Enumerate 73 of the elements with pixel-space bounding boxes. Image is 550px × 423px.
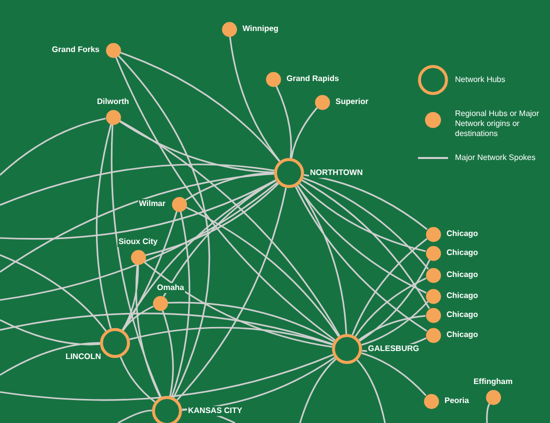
spoke-line bbox=[115, 56, 336, 341]
legend-label: Regional Hubs or Major Network origins or destinations bbox=[455, 109, 540, 139]
spoke-line bbox=[118, 54, 210, 398]
spoke-line bbox=[167, 302, 334, 342]
spoke-line bbox=[176, 188, 287, 401]
spoke-line bbox=[302, 180, 430, 309]
spoke-line bbox=[0, 164, 274, 206]
spoke-line bbox=[122, 306, 154, 331]
spoke-line bbox=[486, 403, 490, 423]
city-label: Chicago bbox=[446, 270, 480, 280]
spoke-line bbox=[361, 352, 426, 396]
spoke-line bbox=[171, 211, 190, 398]
spoke-line bbox=[0, 173, 274, 273]
spoke-line bbox=[294, 186, 428, 332]
spoke-line bbox=[361, 300, 428, 346]
spoke-line bbox=[0, 182, 278, 301]
spoke-line bbox=[135, 264, 162, 398]
city-label: Sioux City bbox=[117, 236, 159, 246]
spoke-line bbox=[304, 174, 428, 230]
spoke-line bbox=[0, 312, 334, 345]
spoke-line bbox=[118, 120, 274, 174]
legend-label: Major Network Spokes bbox=[455, 153, 536, 163]
spoke-line bbox=[120, 52, 280, 162]
city-label: Peoria bbox=[444, 396, 470, 406]
spoke-line bbox=[110, 124, 162, 398]
spoke-line bbox=[229, 36, 280, 162]
city-label: Dilworth bbox=[96, 96, 130, 106]
city-label: Superior bbox=[334, 97, 370, 107]
spoke-line bbox=[129, 326, 333, 346]
city-label: Omaha bbox=[156, 282, 186, 292]
spoke-line bbox=[185, 172, 274, 201]
city-label: Grand Rapids bbox=[286, 74, 340, 84]
legend-label: Network Hubs bbox=[455, 75, 506, 85]
spoke-line bbox=[185, 206, 340, 337]
spoke-line bbox=[275, 85, 292, 158]
city-label: Chicago bbox=[446, 229, 480, 239]
city-label: LINCOLN bbox=[64, 352, 102, 362]
spoke-line bbox=[119, 120, 340, 336]
spoke-line bbox=[358, 314, 426, 341]
city-label: Effingham bbox=[472, 376, 514, 386]
spoke-line bbox=[0, 354, 334, 401]
city-label: Winnipeg bbox=[242, 24, 280, 34]
city-label: GALESBURG bbox=[367, 344, 420, 354]
spoke-line bbox=[118, 410, 152, 423]
spoke-line bbox=[302, 177, 429, 270]
spoke-line bbox=[0, 342, 100, 376]
spoke-line bbox=[162, 310, 174, 396]
spoke-line bbox=[296, 185, 348, 334]
spoke-line bbox=[120, 356, 156, 403]
spoke-line bbox=[0, 179, 276, 240]
city-label: Wilmar bbox=[138, 199, 166, 209]
spoke-line bbox=[299, 358, 336, 423]
spoke-line bbox=[0, 118, 106, 176]
spoke-line bbox=[352, 238, 428, 336]
spoke-line bbox=[0, 319, 100, 346]
city-label: Chicago bbox=[446, 310, 480, 320]
spoke-line bbox=[0, 254, 107, 332]
spoke-line bbox=[354, 277, 427, 337]
city-label: NORTHTOWN bbox=[309, 168, 364, 178]
spoke-line bbox=[290, 107, 318, 158]
city-label: Chicago bbox=[446, 291, 480, 301]
spoke-line bbox=[122, 264, 139, 330]
spoke-line bbox=[145, 182, 279, 256]
spoke-line bbox=[356, 359, 386, 423]
spoke-line bbox=[162, 180, 276, 297]
spoke-line bbox=[96, 124, 112, 329]
city-label: KANSAS CITY bbox=[187, 406, 244, 416]
city-label: Chicago bbox=[446, 330, 480, 340]
spoke-line bbox=[299, 182, 426, 252]
spoke-line bbox=[359, 259, 430, 342]
city-label: Grand Forks bbox=[50, 45, 100, 55]
spoke-line bbox=[143, 261, 332, 348]
city-label: Chicago bbox=[446, 248, 480, 258]
